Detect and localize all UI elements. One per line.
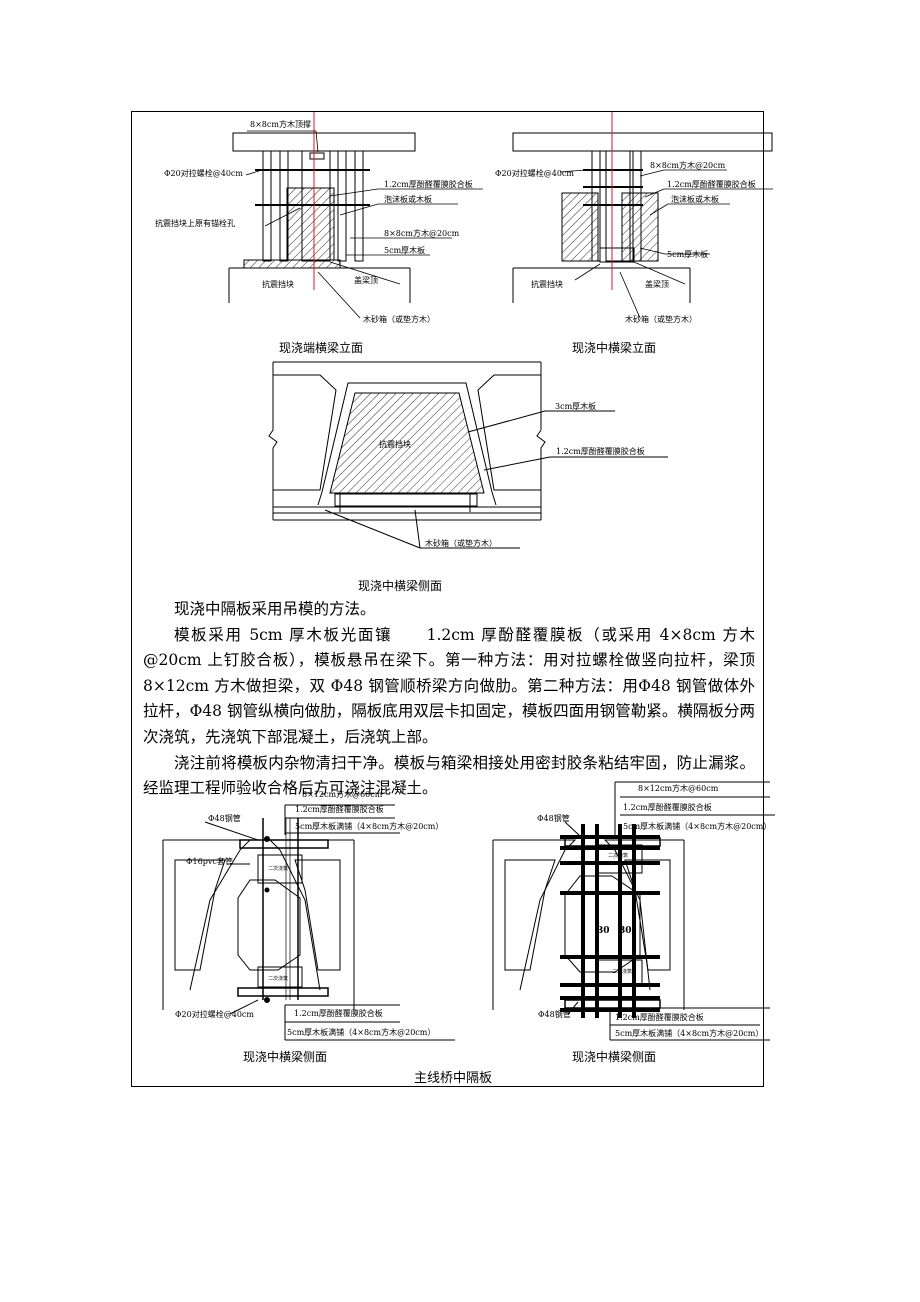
label-pipe48: Φ48钢管 (208, 813, 241, 823)
caption-method1: 现浇中横梁侧面 (243, 1049, 327, 1064)
label-second-pour-upper-right: 二次浇筑 (608, 852, 628, 859)
middle-beam-elevation-drawing (512, 112, 773, 319)
label-beam-top: 盖梁顶 (354, 275, 378, 285)
caption-method2: 现浇中横梁侧面 (572, 1049, 656, 1064)
middle-beam-side-drawing (268, 361, 668, 549)
label-wood-5cm-top-right: 5cm厚木板满铺（4×8cm方木@20cm） (623, 821, 771, 831)
label-beam-top-right: 盖梁顶 (645, 279, 669, 289)
label-wood-5cm: 5cm厚木板 (384, 245, 425, 255)
label-foam-board: 泡沫板或木板 (384, 194, 432, 204)
label-tie-bolt-bottom: Φ20对拉螺栓@40cm (175, 1009, 254, 1019)
label-wood-3cm: 3cm厚木板 (555, 401, 596, 411)
caption-end-beam-elevation: 现浇端横梁立面 (279, 340, 363, 355)
label-timber-spacing-right: 8×8cm方木@20cm (650, 160, 726, 170)
label-film-board-top-right: 1.2cm厚酚醛覆膜胶合板 (623, 802, 712, 812)
paragraph: 模板采用 5cm 厚木板光面镶 1.2cm 厚酚醛覆膜板（或采用 4×8cm 方… (143, 625, 755, 746)
label-timber-spacing: 8×8cm方木@20cm (384, 228, 460, 238)
label-seismic-block-right: 抗震挡块 (531, 279, 563, 289)
end-beam-elevation-drawing (228, 112, 483, 319)
label-seismic-block: 抗震挡块 (262, 279, 294, 289)
body-text: 现浇中隔板采用吊模的方法。 模板采用 5cm 厚木板光面镶 1.2cm 厚酚醛覆… (143, 597, 755, 802)
document-frame (131, 111, 764, 1087)
label-foam-board-right: 泡沫板或木板 (671, 194, 719, 204)
paragraph: 现浇中隔板采用吊模的方法。 (174, 600, 376, 618)
dimension-a: 30 (597, 926, 610, 936)
label-pvc: Φ16pvc套管 (186, 856, 233, 866)
label-film-board-right: 1.2cm厚酚醛覆膜胶合板 (667, 179, 756, 189)
caption-middle-beam-elevation: 现浇中横梁立面 (572, 340, 656, 355)
label-second-pour-upper: 二次浇筑 (268, 865, 288, 872)
label-film-board-side: 1.2cm厚酚醛覆膜胶合板 (556, 446, 645, 456)
label-wood-5cm-bottom: 5cm厚木板满铺（4×8cm方木@20cm） (287, 1027, 435, 1037)
bolt-head-icon (264, 997, 270, 1003)
label-film-board-bottom: 1.2cm厚酚醛覆膜胶合板 (294, 1008, 383, 1018)
caption-side-view: 现浇中横梁侧面 (358, 578, 442, 593)
label-film-board-bottom-right: 1.2cm厚酚醛覆膜胶合板 (615, 1012, 704, 1022)
diaphragm-method1-drawing (162, 804, 455, 1041)
steel-pipe-grid (560, 824, 660, 1018)
paragraph: 浇注前将模板内杂物清扫干净。模板与箱梁相接处用密封胶条粘结牢固，防止漏浆。经监理… (143, 753, 755, 798)
label-tie-bolt: Φ20对拉螺栓@40cm (164, 168, 243, 178)
label-tie-bolt-right: Φ20对拉螺栓@40cm (495, 168, 574, 178)
label-film-board-top: 1.2cm厚酚醛覆膜胶合板 (295, 804, 384, 814)
label-sand-box-right: 木砂箱（或垫方木） (625, 314, 697, 324)
label-timber-top: 8×12cm方木@60cm (302, 789, 383, 799)
label-timber-top-right: 8×12cm方木@60cm (638, 783, 719, 793)
label-wood-5cm-right: 5cm厚木板 (667, 249, 708, 259)
label-second-pour-lower-right: 二次浇筑 (612, 968, 632, 975)
label-second-pour-lower: 二次浇筑 (268, 975, 288, 982)
label-top-brace: 8×8cm方木顶撑 (250, 119, 311, 129)
label-sand-box-side: 木砂箱（或垫方木） (425, 538, 497, 548)
bolt-node-icon (264, 887, 270, 893)
label-block: 抗震挡块 (379, 439, 411, 449)
label-film-board: 1.2cm厚酚醛覆膜胶合板 (384, 179, 473, 189)
label-pipe48-bottom: Φ48钢管 (538, 1009, 571, 1019)
bolt-head-icon (264, 836, 270, 842)
label-sand-box: 木砂箱（或垫方木） (363, 314, 435, 324)
label-wood-5cm-bottom-right: 5cm厚木板满铺（4×8cm方木@20cm） (615, 1028, 763, 1038)
label-wood-5cm-top: 5cm厚木板满铺（4×8cm方木@20cm） (295, 821, 443, 831)
label-anchor-hole: 抗震挡块上原有锚栓孔 (155, 218, 235, 228)
label-pipe48-right: Φ48钢管 (537, 813, 570, 823)
main-caption: 主线桥中隔板 (414, 1071, 492, 1086)
dimension-b: 30 (619, 926, 632, 936)
